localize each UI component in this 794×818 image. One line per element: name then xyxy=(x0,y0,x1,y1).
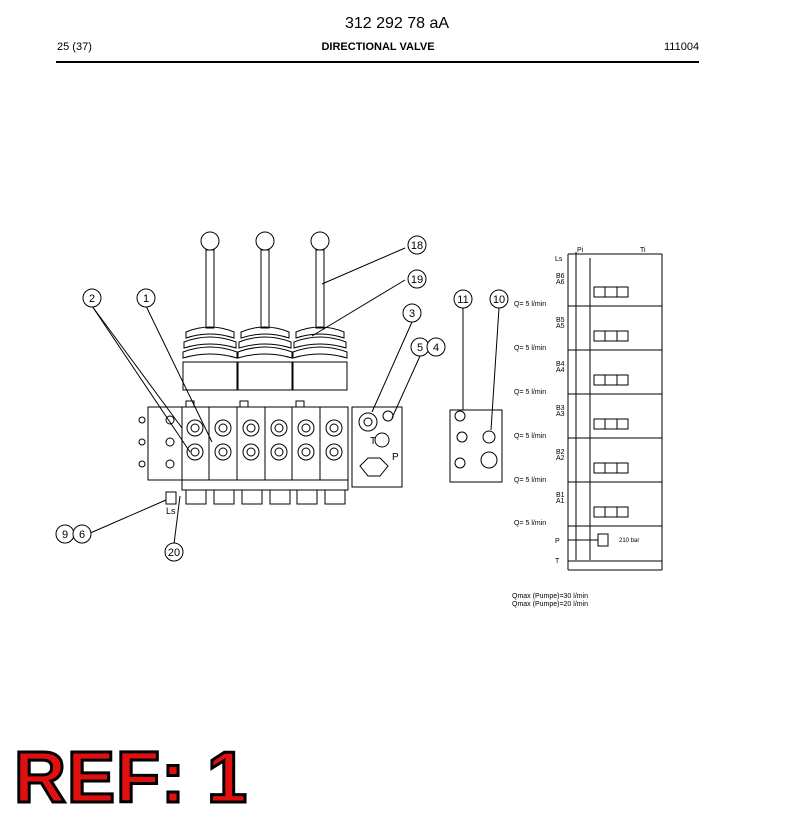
svg-text:P: P xyxy=(392,452,399,463)
svg-text:9: 9 xyxy=(62,529,68,541)
callout-19: 19 xyxy=(407,269,427,289)
svg-text:Q= 5 l/min: Q= 5 l/min xyxy=(514,389,546,396)
callout-4: 4 xyxy=(426,337,446,357)
document-number: 312 292 78 aA xyxy=(344,15,450,32)
page-title: DIRECTIONAL VALVE xyxy=(321,41,435,53)
svg-text:B3: B3 xyxy=(556,405,565,412)
callout-6: 6 xyxy=(72,524,92,544)
callouts: 18 19 2 1 3 5 4 11 10 9 6 20 xyxy=(55,235,509,562)
svg-text:Ls: Ls xyxy=(555,256,563,263)
svg-text:20: 20 xyxy=(168,547,180,559)
reference-label: REF: 1 xyxy=(12,738,249,818)
svg-text:B2: B2 xyxy=(556,449,565,456)
svg-text:Q= 5 l/min: Q= 5 l/min xyxy=(514,345,546,352)
svg-text:19: 19 xyxy=(411,274,423,286)
svg-text:A4: A4 xyxy=(556,367,565,374)
svg-text:B1: B1 xyxy=(556,492,565,499)
callout-5: 5 xyxy=(410,337,430,357)
svg-text:6: 6 xyxy=(79,529,85,541)
svg-text:18: 18 xyxy=(411,240,423,252)
header-rule xyxy=(56,61,699,63)
schematic-labels: Pi Ti Ls B6 A6 Q= 5 l/min B5 A5 Q= 5 l/m… xyxy=(512,247,646,608)
svg-text:Q= 5 l/min: Q= 5 l/min xyxy=(514,301,546,308)
page-number: 25 (37) xyxy=(57,41,92,53)
leader-lines xyxy=(87,247,500,545)
callout-18: 18 xyxy=(407,235,427,255)
lever-2 xyxy=(237,231,293,391)
svg-text:Q= 5 l/min: Q= 5 l/min xyxy=(514,477,546,484)
svg-text:A5: A5 xyxy=(556,323,565,330)
lever-1 xyxy=(182,231,238,391)
svg-text:1: 1 xyxy=(143,293,149,305)
callout-3: 3 xyxy=(402,303,422,323)
svg-text:A3: A3 xyxy=(556,411,565,418)
svg-text:B5: B5 xyxy=(556,317,565,324)
valve-labels: Ls T P xyxy=(166,436,399,516)
svg-text:A2: A2 xyxy=(556,455,565,462)
svg-text:11: 11 xyxy=(457,294,468,306)
lever-3 xyxy=(292,231,348,391)
svg-text:A1: A1 xyxy=(556,498,565,505)
svg-text:P: P xyxy=(555,538,560,545)
svg-text:3: 3 xyxy=(409,308,415,320)
svg-text:Q= 5 l/min: Q= 5 l/min xyxy=(514,520,546,527)
svg-text:Ls: Ls xyxy=(166,506,176,516)
svg-text:Qmax (Pumpe)=20 l/min: Qmax (Pumpe)=20 l/min xyxy=(512,601,588,608)
svg-text:10: 10 xyxy=(493,294,505,306)
callout-10: 10 xyxy=(489,289,509,309)
remote-block xyxy=(449,409,503,483)
svg-text:210 bar: 210 bar xyxy=(619,538,639,544)
svg-text:A6: A6 xyxy=(556,279,565,286)
svg-text:Ti: Ti xyxy=(640,247,646,254)
svg-text:Qmax (Pumpe)=30 l/min: Qmax (Pumpe)=30 l/min xyxy=(512,593,588,600)
callout-11: 11 xyxy=(453,289,473,309)
svg-text:2: 2 xyxy=(89,293,95,305)
valve-block xyxy=(138,400,403,505)
callout-9: 9 xyxy=(55,524,75,544)
callout-2: 2 xyxy=(82,288,102,308)
svg-text:4: 4 xyxy=(433,342,439,354)
svg-text:B6: B6 xyxy=(556,273,565,280)
svg-text:T: T xyxy=(555,558,560,565)
document-code: 111004 xyxy=(664,41,700,53)
callout-20: 20 xyxy=(164,542,184,562)
svg-text:Q= 5 l/min: Q= 5 l/min xyxy=(514,433,546,440)
svg-text:5: 5 xyxy=(417,342,423,354)
hydraulic-schematic xyxy=(567,252,663,571)
svg-text:Pi: Pi xyxy=(577,247,584,254)
svg-text:T: T xyxy=(370,436,376,447)
callout-1: 1 xyxy=(136,288,156,308)
svg-text:B4: B4 xyxy=(556,361,565,368)
